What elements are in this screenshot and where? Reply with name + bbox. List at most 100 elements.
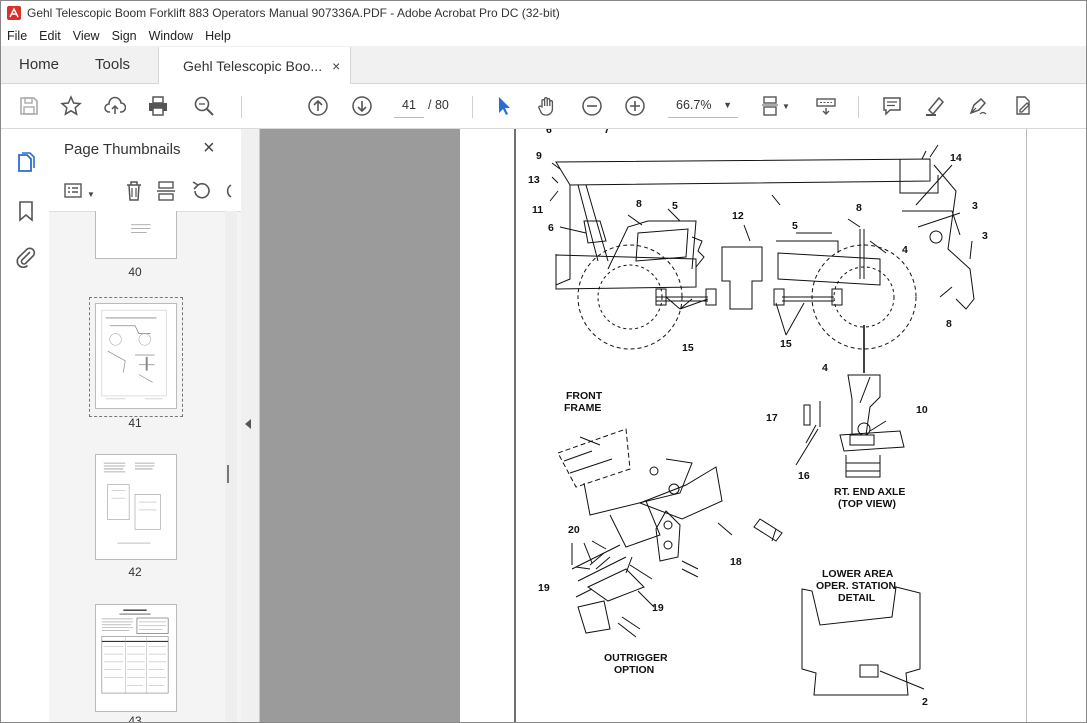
tab-close-button[interactable]: × bbox=[332, 57, 341, 74]
thumbnail-page-42[interactable] bbox=[95, 454, 177, 560]
thumbnail-selection-frame bbox=[89, 297, 183, 417]
callout-4a: 4 bbox=[902, 244, 908, 256]
comment-button[interactable] bbox=[880, 94, 904, 118]
scrollbar-thumb[interactable] bbox=[227, 465, 229, 483]
fountain-pen-icon bbox=[969, 97, 987, 115]
page-thumbnails-panel: Page Thumbnails × ▼ bbox=[49, 129, 242, 722]
menu-view[interactable]: View bbox=[72, 28, 100, 43]
window-title: Gehl Telescopic Boom Forklift 883 Operat… bbox=[27, 6, 560, 20]
section-labels: FRONT FRAME RT. END AXLE (TOP VIEW) LOWE… bbox=[564, 390, 905, 676]
parts-illustration: 6 9 13 11 8 5 6 12 5 8 4 14 3 3 8 15 15 bbox=[514, 129, 988, 722]
print-button[interactable] bbox=[146, 94, 170, 118]
insert-page-button[interactable] bbox=[155, 179, 179, 203]
menu-edit[interactable]: Edit bbox=[39, 28, 61, 43]
callout-9: 9 bbox=[536, 150, 542, 162]
bookmark-icon bbox=[19, 201, 33, 222]
page-fit-dropdown[interactable]: ▼ bbox=[781, 94, 791, 118]
tab-document-label: Gehl Telescopic Boo... bbox=[183, 57, 323, 74]
thumbnail-page-40[interactable] bbox=[95, 211, 177, 259]
callout-5b: 5 bbox=[792, 220, 798, 232]
page-number-input[interactable]: 41 bbox=[394, 93, 424, 118]
comment-icon bbox=[883, 97, 901, 116]
list-options-icon bbox=[64, 183, 82, 198]
rt-end-axle-label-line1: RT. END AXLE bbox=[834, 486, 905, 498]
search-zoom-icon bbox=[194, 96, 214, 116]
page-fit-button[interactable] bbox=[759, 94, 783, 118]
tab-tools[interactable]: Tools bbox=[77, 46, 148, 83]
delete-pages-button[interactable] bbox=[122, 179, 146, 203]
save-icon bbox=[20, 97, 38, 115]
menu-help[interactable]: Help bbox=[205, 28, 231, 43]
minus-circle-icon bbox=[582, 96, 602, 116]
callout-8b: 8 bbox=[856, 202, 862, 214]
star-icon bbox=[60, 95, 82, 116]
thumbnail-preview bbox=[101, 609, 169, 694]
menu-window[interactable]: Window bbox=[148, 28, 194, 43]
cursor-arrow-icon bbox=[499, 97, 510, 115]
tab-home-label: Home bbox=[19, 56, 60, 73]
bookmarks-toggle[interactable] bbox=[14, 199, 38, 223]
callout-15b: 15 bbox=[780, 338, 792, 350]
select-tool-button[interactable] bbox=[492, 94, 516, 118]
previous-page-button[interactable] bbox=[306, 94, 330, 118]
arrow-up-circle-icon bbox=[308, 96, 328, 116]
save-button[interactable] bbox=[17, 94, 41, 118]
hand-tool-button[interactable] bbox=[535, 94, 559, 118]
thumbnail-label: 43 bbox=[128, 714, 142, 722]
callout-10: 10 bbox=[916, 404, 928, 416]
front-frame-label-line1: FRONT bbox=[566, 390, 603, 402]
zoom-level-dropdown[interactable]: 66.7% ▼ bbox=[668, 93, 738, 118]
thumbnail-options-button[interactable] bbox=[63, 179, 87, 203]
thumbnail-list: 40 41 bbox=[49, 211, 225, 722]
highlighter-pen-icon bbox=[926, 96, 945, 116]
thumbnail-page-43[interactable] bbox=[95, 604, 177, 712]
callout-11: 11 bbox=[532, 204, 543, 216]
send-for-signature-button[interactable] bbox=[1010, 94, 1034, 118]
fill-sign-button[interactable] bbox=[966, 94, 990, 118]
menu-file[interactable]: File bbox=[7, 28, 28, 43]
tab-home[interactable]: Home bbox=[1, 46, 77, 83]
chevron-down-icon: ▼ bbox=[782, 101, 790, 111]
callout-3b: 3 bbox=[982, 230, 988, 242]
tab-document[interactable]: Gehl Telescopic Boo... × bbox=[158, 47, 352, 84]
pdf-page: 6 9 13 11 8 5 6 12 5 8 4 14 3 3 8 15 15 bbox=[460, 129, 1026, 722]
panel-collapse-strip[interactable] bbox=[241, 129, 260, 722]
tab-tools-label: Tools bbox=[95, 56, 131, 73]
thumbnail-page-41[interactable] bbox=[95, 303, 177, 409]
zoom-in-button[interactable] bbox=[623, 94, 647, 118]
page-total: / 80 bbox=[428, 98, 449, 112]
callout-8c: 8 bbox=[946, 318, 952, 330]
zoom-out-button[interactable] bbox=[580, 94, 604, 118]
callout-20: 20 bbox=[568, 524, 580, 536]
page-thumbnails-toggle[interactable] bbox=[14, 151, 38, 175]
front-frame-label-line2: FRAME bbox=[564, 402, 601, 414]
scroll-mode-button[interactable] bbox=[814, 94, 838, 118]
more-tools-button[interactable] bbox=[221, 179, 233, 203]
hand-icon bbox=[538, 97, 554, 116]
toolbar: 41 / 80 66.7% ▼ ▼ bbox=[1, 84, 1086, 129]
pages-icon bbox=[18, 152, 35, 172]
printer-icon bbox=[149, 96, 167, 116]
callout-5a: 5 bbox=[672, 200, 678, 212]
rotate-page-button[interactable] bbox=[189, 179, 213, 203]
thumbnail-label: 42 bbox=[128, 565, 142, 579]
collapse-arrow-icon bbox=[245, 419, 251, 429]
attachments-toggle[interactable] bbox=[14, 245, 38, 269]
menu-sign[interactable]: Sign bbox=[111, 28, 137, 43]
document-viewport[interactable]: 6 9 13 11 8 5 6 12 5 8 4 14 3 3 8 15 15 bbox=[260, 129, 1086, 722]
bookmark-star-button[interactable] bbox=[59, 94, 83, 118]
keyboard-scroll-icon bbox=[816, 98, 836, 115]
next-page-button[interactable] bbox=[350, 94, 374, 118]
page-gutter bbox=[1026, 129, 1086, 722]
thumbnail-options-dropdown[interactable]: ▼ bbox=[87, 179, 97, 203]
panel-close-button[interactable]: × bbox=[203, 137, 215, 159]
insert-pages-icon bbox=[157, 181, 175, 201]
share-button[interactable] bbox=[103, 94, 127, 118]
lower-area-label-line1: LOWER AREA bbox=[822, 568, 894, 580]
highlight-button[interactable] bbox=[923, 94, 947, 118]
lower-area-label-line2: OPER. STATION bbox=[816, 580, 896, 592]
thumbnail-scrollbar[interactable] bbox=[225, 211, 237, 722]
find-button[interactable] bbox=[192, 94, 216, 118]
callout-3a: 3 bbox=[972, 200, 978, 212]
